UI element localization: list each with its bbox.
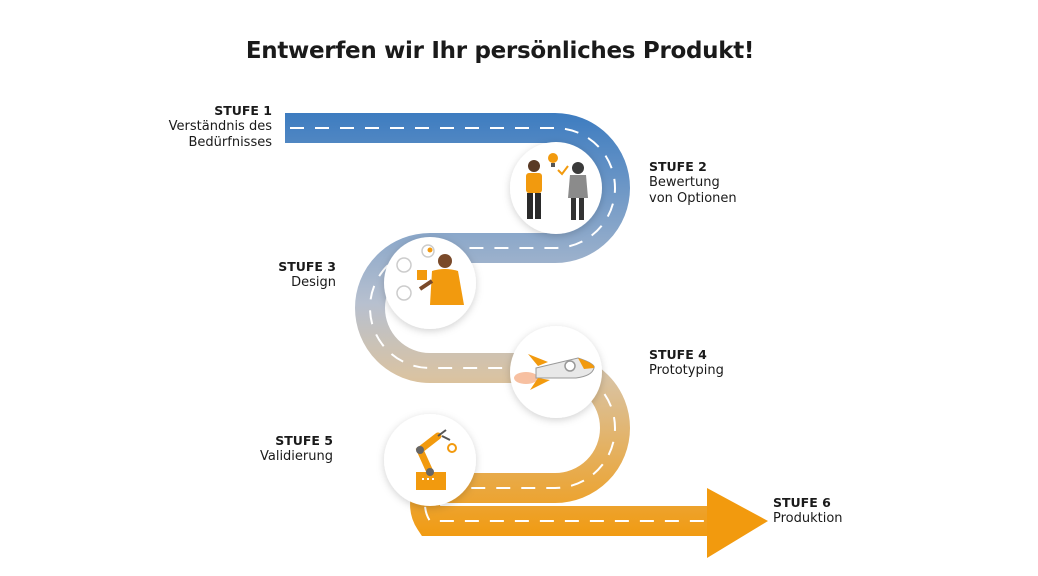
road-lane-dashes (290, 127, 705, 522)
step-3-label: STUFE 3 (278, 259, 336, 274)
people-discussion-icon (510, 142, 602, 234)
step-6-label: STUFE 6 (773, 495, 831, 510)
step-4-line-1: Prototyping (649, 363, 724, 378)
arrow-head-icon (707, 488, 768, 558)
step-6: STUFE 6 Produktion (773, 495, 843, 527)
step-6-line-1: Produktion (773, 511, 843, 526)
step-3-line-1: Design (291, 275, 336, 290)
step-4-label: STUFE 4 (649, 347, 707, 362)
step-4: STUFE 4 Prototyping (649, 347, 724, 379)
rocket-icon (510, 326, 602, 418)
step-2-line-1: Bewertung (649, 175, 720, 190)
step-5-line-1: Validierung (259, 449, 333, 464)
step-1-line-1: Verständnis des (168, 119, 272, 134)
step-1-label: STUFE 1 (214, 103, 272, 118)
step-5-label: STUFE 5 (275, 433, 333, 448)
step-2-label: STUFE 2 (649, 159, 707, 174)
step-3: STUFE 3 Design (236, 259, 336, 291)
step-2: STUFE 2 Bewertung von Optionen (649, 159, 737, 207)
step-1: STUFE 1 Verständnis des Bedürfnisses (150, 103, 272, 151)
step-1-line-2: Bedürfnisses (188, 135, 273, 150)
step-5: STUFE 5 Validierung (233, 433, 333, 465)
page-title: Entwerfen wir Ihr persönliches Produkt! (245, 38, 755, 64)
road-body (285, 113, 708, 536)
step-2-line-2: von Optionen (649, 191, 737, 206)
robot-arm-icon (384, 414, 476, 506)
designer-icon (384, 237, 476, 329)
